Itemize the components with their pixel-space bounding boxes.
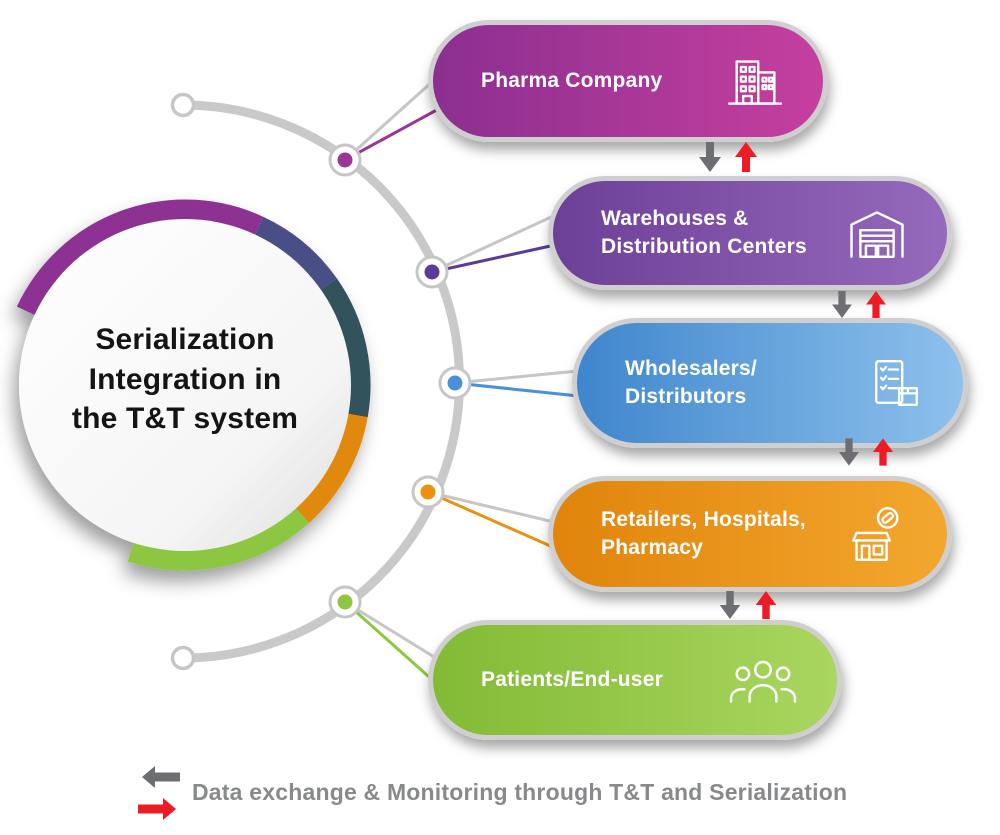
pill-wholesalers: Wholesalers/ Distributors (572, 318, 968, 448)
ring-segment-purple (16, 199, 264, 319)
pharmacy-store-icon (849, 506, 907, 562)
legend-right-arrow-icon (138, 798, 176, 825)
up-arrow-icon (735, 142, 757, 172)
ring-segment-indigo (251, 216, 337, 295)
ring-segment-orange (290, 412, 368, 523)
diagram-title: Serialization Integration in the T&T sys… (71, 323, 299, 436)
checklist-box-icon (869, 357, 923, 409)
exchange-arrows-1 (699, 142, 757, 172)
exchange-arrows-3 (839, 438, 893, 466)
up-arrow-icon (866, 291, 886, 318)
pill-retailers: Retailers, Hospitals, Pharmacy (548, 476, 952, 592)
people-icon (729, 656, 797, 704)
node-dot-pharma (337, 152, 353, 168)
pill-label-warehouses: Warehouses & Distribution Centers (601, 207, 807, 258)
building-icon (727, 56, 783, 106)
exchange-arrows-4 (719, 591, 777, 619)
legend-left-arrow-icon (142, 766, 180, 793)
down-arrow-icon (839, 438, 859, 466)
end-node-top (170, 92, 196, 118)
warehouse-icon (847, 208, 907, 259)
pill-label-pharma-company: Pharma Company (481, 69, 663, 93)
pill-warehouses: Warehouses & Distribution Centers (548, 176, 952, 290)
pill-pharma-company: Pharma Company (428, 20, 828, 142)
down-arrow-icon (719, 591, 741, 619)
up-arrow-icon (755, 591, 777, 619)
node-dot-wholesaler (447, 375, 463, 391)
pill-label-wholesalers: Wholesalers/ Distributors (625, 357, 757, 408)
center-circle (19, 219, 351, 551)
pill-patients: Patients/End-user (428, 620, 842, 740)
ring-segment-teal (314, 278, 371, 418)
pill-label-patients: Patients/End-user (481, 668, 663, 692)
pill-label-retailers: Retailers, Hospitals, Pharmacy (601, 508, 806, 559)
end-node-bottom (170, 645, 196, 671)
legend-text: Data exchange & Monitoring through T&T a… (192, 779, 848, 805)
node-dot-retailer (420, 484, 436, 500)
spine-nodes (170, 92, 472, 671)
down-arrow-icon (832, 291, 852, 318)
ring-segment-green (127, 502, 310, 571)
up-arrow-icon (873, 438, 893, 466)
exchange-arrows-2 (832, 291, 886, 318)
down-arrow-icon (699, 142, 721, 172)
center-circle-group (16, 199, 371, 571)
node-dot-warehouse (424, 264, 440, 280)
ring-segments (16, 199, 371, 571)
node-dot-patient (337, 594, 353, 610)
